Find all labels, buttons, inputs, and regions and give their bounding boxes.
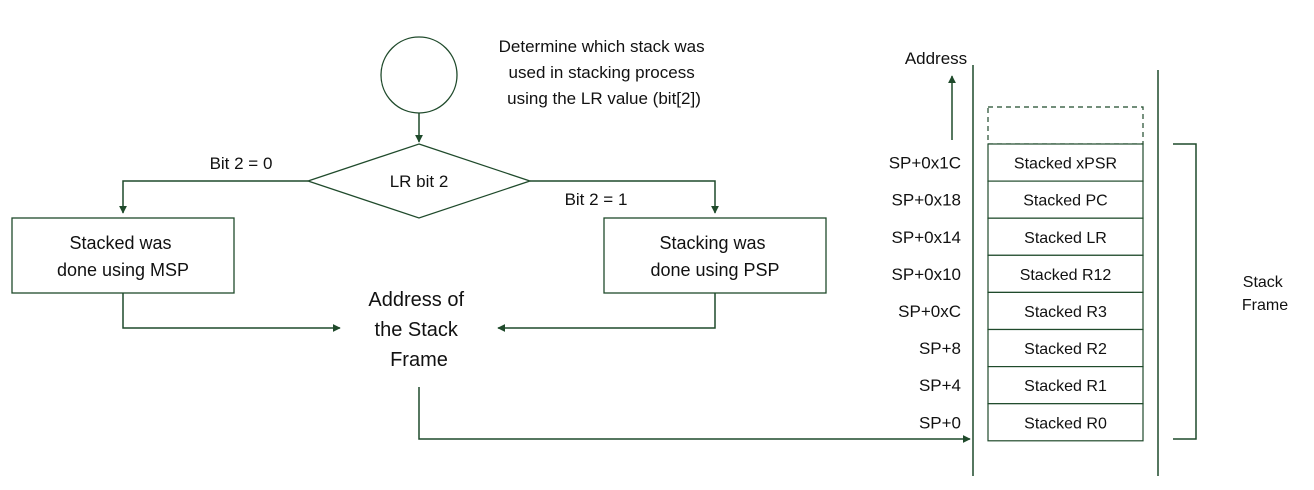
stack-cell <box>987 217 1144 256</box>
stack-cell <box>987 254 1144 294</box>
start-node <box>380 36 458 114</box>
msp-box-label: Stacked was done using MSP <box>57 233 189 280</box>
stack-frame-label: Stack Frame <box>1242 274 1288 314</box>
stack-cell-label: Stacked LR <box>1024 230 1107 247</box>
flow-note: Determine which stack was used in stacki… <box>499 37 710 108</box>
stack-cell <box>987 328 1144 368</box>
stack-offset-label: SP+8 <box>919 339 961 358</box>
stack-offset-label: SP+0x1C <box>889 154 961 173</box>
stack-frame-bracket <box>1173 143 1197 440</box>
stack-offset-label: SP+0 <box>919 413 961 432</box>
psp-box <box>603 217 827 294</box>
stack-offset-label: SP+0x18 <box>892 191 961 210</box>
arrow-msp-to-address <box>122 293 341 332</box>
stack-cell <box>987 403 1144 442</box>
arrow-psp-to-address <box>497 293 716 332</box>
psp-box-label: Stacking was done using PSP <box>650 233 779 280</box>
msp-box <box>11 217 235 294</box>
stack-cells: Stacked xPSR SP+0x1C Stacked PC SP+0x18Stac… <box>889 143 1144 442</box>
stack-frame-address-label: Address of the Stack Frame <box>368 289 469 371</box>
arrow-address-to-stack <box>418 387 971 443</box>
arrow-to-psp <box>530 180 719 214</box>
stack-cell <box>987 143 1144 182</box>
arrow-to-msp <box>119 180 308 214</box>
stack-cell <box>987 291 1144 331</box>
stack-cell-label: Stacked R3 <box>1024 304 1107 321</box>
stack-cell-label: Stacked R12 <box>1020 267 1112 284</box>
stack-offset-label: SP+0xC <box>898 302 961 321</box>
stack-cell-label: Stacked PC <box>1023 193 1107 210</box>
stack-offset-label: SP+0x14 <box>892 228 961 247</box>
stack-cell-label: Stacked R0 <box>1024 415 1107 432</box>
left-branch-label: Bit 2 = 0 <box>210 154 273 173</box>
decision-label: LR bit 2 <box>390 172 449 191</box>
address-axis-label: Address <box>905 49 967 68</box>
stack-offset-label: SP+4 <box>919 376 961 395</box>
next-slot-placeholder <box>987 106 1144 145</box>
stack-cell-label: Stacked R1 <box>1024 378 1107 395</box>
decision-diamond <box>305 143 533 219</box>
right-branch-label: Bit 2 = 1 <box>565 190 628 209</box>
stack-cell-label: Stacked R2 <box>1024 341 1107 358</box>
stack-cell-label: Stacked xPSR <box>1014 156 1117 173</box>
stack-offset-label: SP+0x10 <box>892 265 961 284</box>
